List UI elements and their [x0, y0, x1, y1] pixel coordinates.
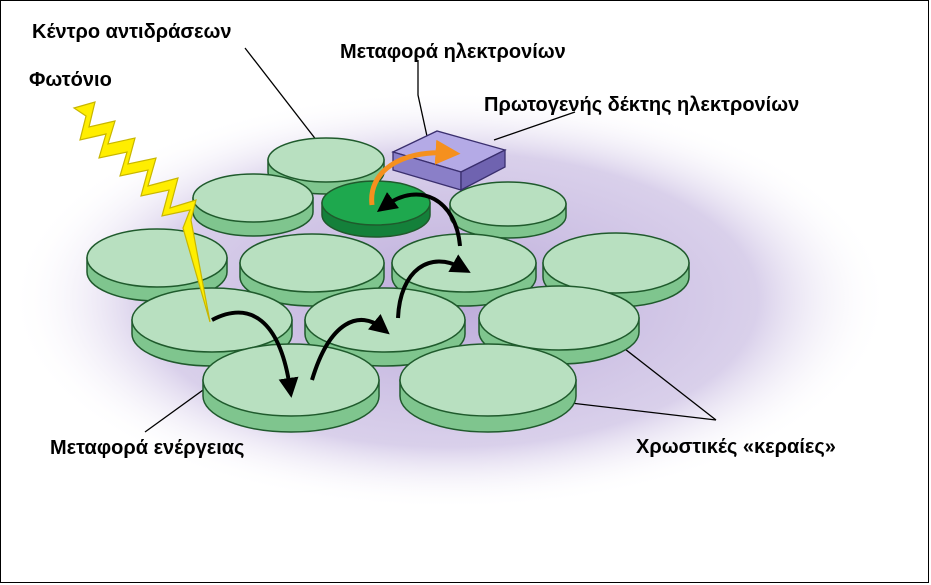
antenna-disk [400, 344, 576, 432]
label-primary-acceptor: Πρωτογενής δέκτης ηλεκτρονίων [484, 95, 799, 115]
antenna-disk [193, 174, 313, 236]
label-reaction-center: Κέντρο αντιδράσεων [32, 22, 232, 42]
antenna-disk [203, 344, 379, 432]
reaction-center-disk [322, 181, 430, 237]
label-energy-transfer: Μεταφορά ενέργειας [50, 438, 244, 458]
label-photon: Φωτόνιο [29, 70, 112, 90]
label-antenna-pigments: Χρωστικές «κεραίες» [636, 437, 836, 457]
antenna-disk [450, 182, 566, 238]
label-electron-transfer: Μεταφορά ηλεκτρονίων [340, 42, 566, 62]
